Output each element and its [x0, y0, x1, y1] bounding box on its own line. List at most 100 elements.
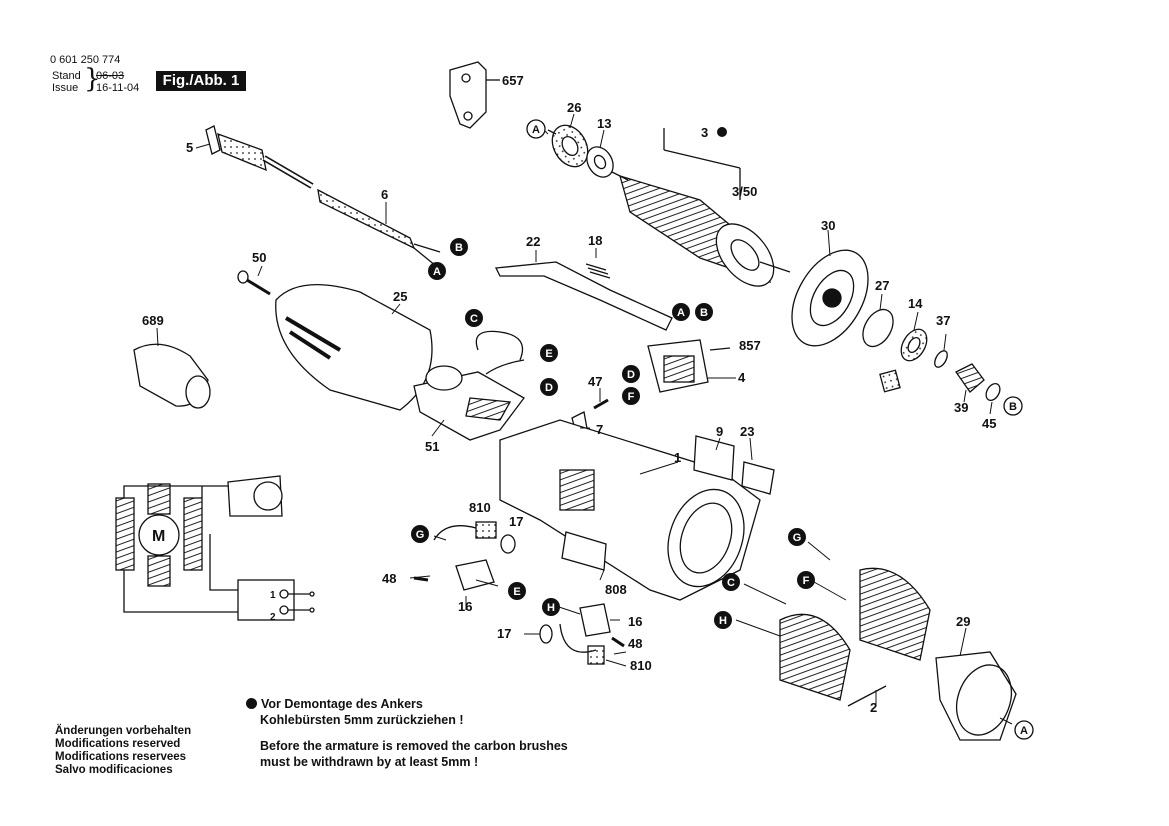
bullet-icon [246, 698, 257, 709]
nozzle-689 [133, 343, 211, 409]
part-num-657: 657 [502, 73, 524, 88]
leader-lines [156, 113, 1013, 725]
part-num-30: 30 [821, 218, 835, 233]
bullet-mark-3 [717, 127, 727, 137]
badge-c-field: C [722, 573, 740, 591]
bearing-14 [900, 328, 928, 362]
part-num-26: 26 [567, 100, 581, 115]
svg-text:F: F [628, 391, 635, 403]
part-num-17-upper: 17 [509, 514, 523, 529]
badge-a-baffle: A [1014, 720, 1034, 740]
note-german: Vor Demontage des Ankers Kohlebürsten 5m… [246, 696, 464, 728]
nut-45 [985, 382, 1001, 402]
screw-50 [237, 270, 271, 296]
motor-symbol-label: M [152, 528, 165, 545]
part-num-37: 37 [936, 313, 950, 328]
part-num-6: 6 [381, 187, 388, 202]
part-num-29: 29 [956, 614, 970, 629]
part-num-13: 13 [597, 116, 611, 131]
switch-position-1: 1 [270, 590, 276, 601]
part-num-47: 47 [588, 374, 602, 389]
switch-4 [647, 339, 709, 393]
note-german-line2: Kohlebürsten 5mm zurückziehen ! [260, 713, 464, 727]
housing-cover-25 [275, 283, 433, 411]
note-german-line1: Vor Demontage des Ankers [261, 697, 423, 711]
part-num-2: 2 [870, 700, 877, 715]
svg-text:B: B [455, 242, 463, 254]
svg-text:G: G [793, 532, 802, 544]
svg-text:F: F [803, 575, 810, 587]
badge-b-cord: B [450, 238, 468, 256]
part-num-16-lower: 16 [628, 614, 642, 629]
screw-47 [593, 398, 609, 410]
badge-h-brush: H [542, 598, 560, 616]
stand-date: 06-03 [96, 70, 125, 82]
label-9 [693, 435, 735, 481]
power-cord-5-6 [205, 125, 441, 267]
part-num-50: 50 [252, 250, 266, 265]
collet-39 [955, 363, 985, 393]
modifications-notice: Änderungen vorbehalten Modifications res… [55, 725, 191, 777]
part-num-810-upper: 810 [469, 500, 491, 515]
part-num-857: 857 [739, 338, 761, 353]
switch-position-2: 2 [270, 612, 276, 623]
svg-text:B: B [1009, 401, 1017, 413]
svg-text:B: B [700, 307, 708, 319]
part-num-39: 39 [954, 400, 968, 415]
part-num-689: 689 [142, 313, 164, 328]
modifications-line: Modifications reservees [55, 751, 187, 763]
issue-label: Issue [52, 82, 79, 94]
issue-date: 16-11-04 [96, 82, 140, 94]
svg-text:A: A [433, 266, 441, 278]
badge-a-cord: A [428, 262, 446, 280]
bracket-657 [449, 61, 500, 129]
part-num-48-upper: 48 [382, 571, 396, 586]
badge-b-spindle: B [1003, 396, 1023, 416]
part-num-22: 22 [526, 234, 540, 249]
part-num-45: 45 [982, 416, 996, 431]
field-coils-2 [779, 567, 931, 707]
part-number-labels: 657 26 13 3 3/50 5 6 22 18 30 50 25 27 1… [142, 73, 996, 715]
part-num-23: 23 [740, 424, 754, 439]
note-english-line1: Before the armature is removed the carbo… [260, 739, 568, 753]
fan-baffle-29 [935, 651, 1017, 741]
ring-27 [862, 308, 894, 348]
badge-h-field: H [714, 611, 732, 629]
part-num-27: 27 [875, 278, 889, 293]
svg-text:H: H [719, 615, 727, 627]
badge-e-electronics: E [540, 344, 558, 362]
svg-text:E: E [545, 348, 552, 360]
spring-18 [585, 263, 611, 279]
bearing-26 [547, 124, 589, 168]
washer-37 [934, 350, 948, 368]
part-num-1: 1 [674, 450, 681, 465]
svg-text:A: A [532, 124, 540, 136]
badge-d-electronics: D [540, 378, 558, 396]
svg-text:C: C [727, 577, 735, 589]
part-num-3-50: 3/50 [732, 184, 757, 199]
svg-text:A: A [677, 307, 685, 319]
part-num-7: 7 [596, 422, 603, 437]
svg-text:E: E [513, 586, 520, 598]
connector-badges: A B A C E D A B D F B G E H G F C H A [411, 119, 1034, 740]
part-num-51: 51 [425, 439, 439, 454]
spindle-lock-part [879, 369, 901, 393]
badge-f-field: F [797, 571, 815, 589]
part-num-3: 3 [701, 125, 708, 140]
modifications-line: Änderungen vorbehalten [55, 725, 192, 737]
badge-g-field: G [788, 528, 806, 546]
bearing-13 [586, 146, 614, 178]
part-num-16-upper: 16 [458, 599, 472, 614]
brush-holder-lower [539, 603, 625, 665]
part-num-808: 808 [605, 582, 627, 597]
stand-label: Stand [52, 70, 81, 82]
wiring-schematic [115, 475, 315, 621]
badge-c-electronics: C [465, 309, 483, 327]
part-num-14: 14 [908, 296, 923, 311]
badge-b-switch: B [695, 303, 713, 321]
badge-a-armature: A [526, 119, 546, 139]
modifications-line: Salvo modificaciones [55, 764, 173, 776]
badge-d-switch: D [622, 365, 640, 383]
